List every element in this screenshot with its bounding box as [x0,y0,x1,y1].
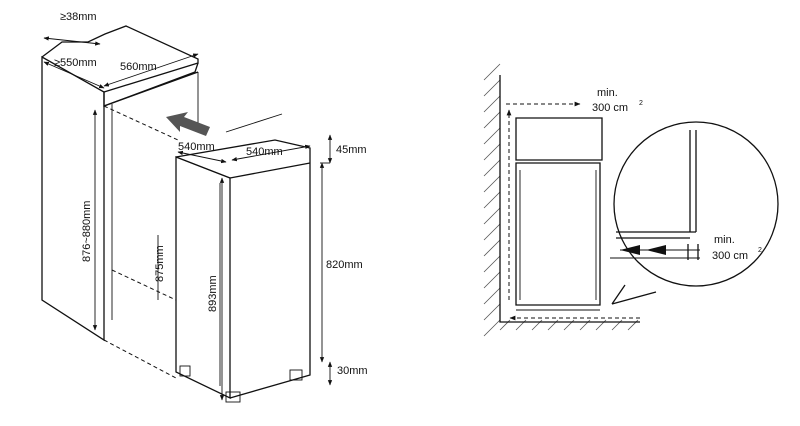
dim-gap-top: ≥38mm [60,11,97,23]
dim-door-height: 875mm [154,245,166,282]
vent-bottom-sup: 2 [758,247,762,254]
dim-niche-height: 876~880mm [81,201,93,262]
vent-bottom-label: min. [714,234,735,246]
dim-top-offset: 45mm [336,144,367,156]
dim-body-height: 820mm [326,259,363,271]
dim-niche-width: 560mm [120,61,157,73]
wall-hatch [483,63,639,337]
vent-top-label: min. [597,87,618,99]
vent-top-value: 300 cm [592,102,628,114]
dimension-lines [43,36,333,401]
appliance-body [175,139,311,403]
ventilation-diagram [483,63,779,337]
dim-bottom-offset: 30mm [337,365,368,377]
dim-niche-depth: ≥550mm [54,57,97,69]
niche-cabinet [41,25,199,379]
vent-top-sup: 2 [639,100,643,107]
callout-arrows [610,245,700,259]
dim-appliance-width-a: 540mm [178,141,215,153]
dim-appliance-width-b: 540mm [246,146,283,158]
insert-arrow [166,112,210,136]
vent-bottom-value: 300 cm [712,250,748,262]
dim-appliance-height: 893mm [207,275,219,312]
